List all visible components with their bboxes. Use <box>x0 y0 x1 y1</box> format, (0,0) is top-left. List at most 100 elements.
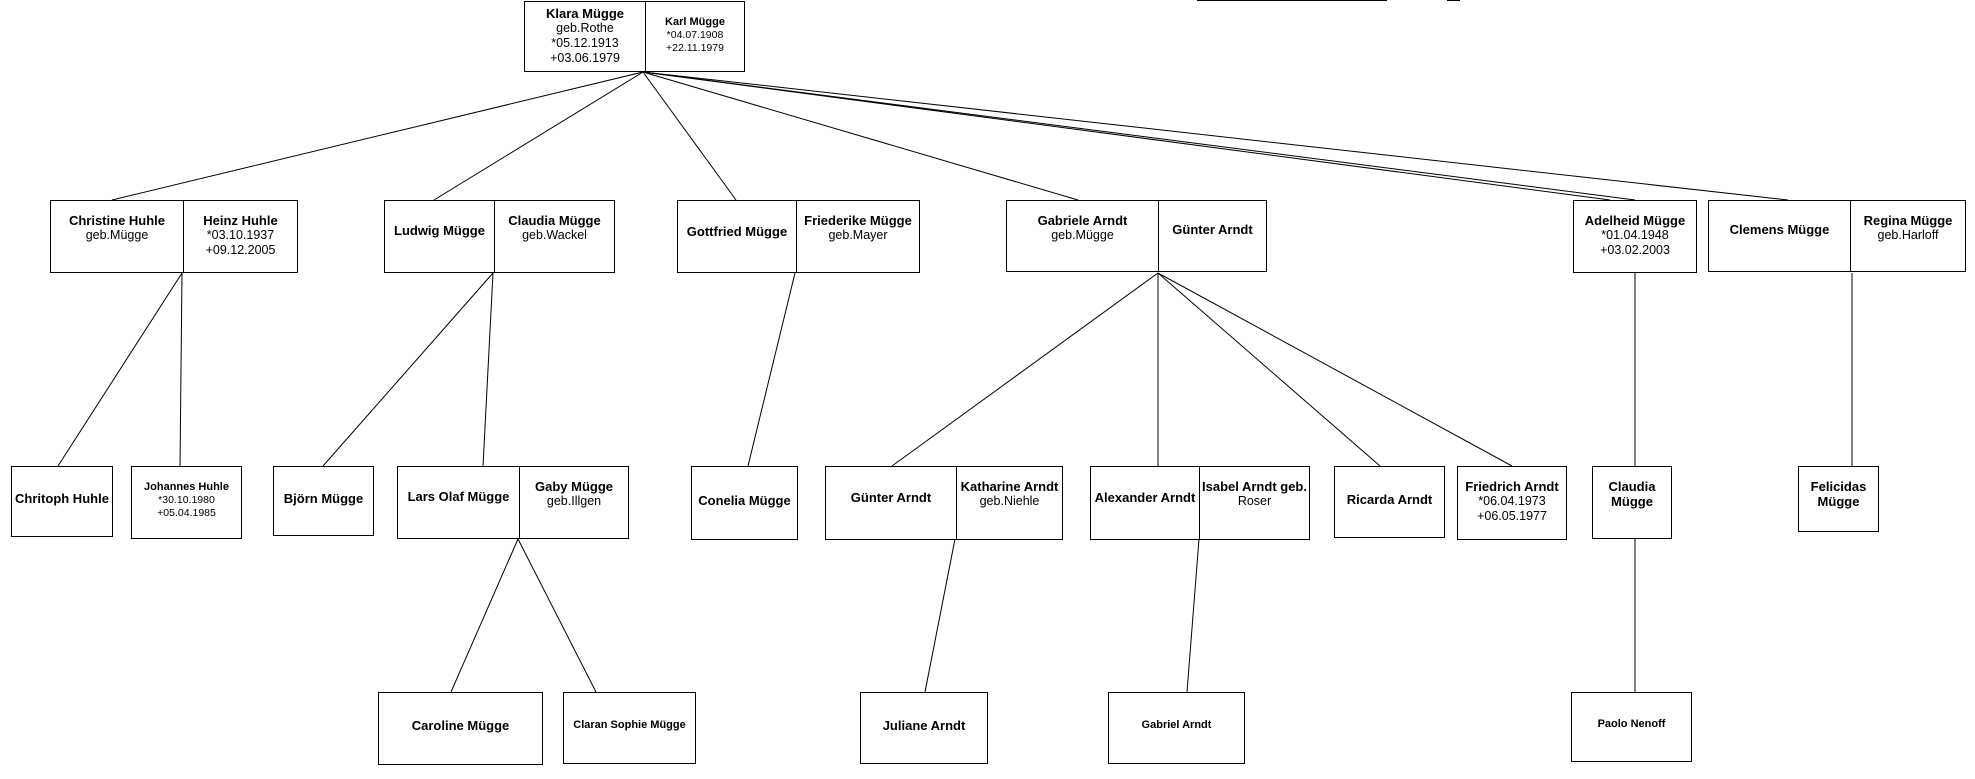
person-name: Claudia Mügge <box>508 213 601 228</box>
person-regina: Regina Mügge geb.Harloff <box>1850 201 1965 271</box>
person-name: Ludwig Mügge <box>394 223 485 238</box>
person-name: Katharine Arndt <box>960 479 1059 494</box>
person-box-juliane: Juliane Arndt <box>860 692 988 764</box>
connector-line <box>111 71 644 201</box>
connector-line <box>1186 538 1200 693</box>
person-box-gabriel: Gabriel Arndt <box>1108 692 1245 764</box>
person-claudia-wackel: Claudia Mügge geb.Wackel <box>494 201 614 272</box>
person-isabel: Isabel Arndt geb. Roser <box>1199 467 1309 539</box>
person-guenter-arndt-junior: Günter Arndt <box>826 467 956 539</box>
person-info: +22.11.1979 <box>666 42 724 54</box>
person-johannes: Johannes Huhle *30.10.1980 +05.04.1985 <box>132 467 241 538</box>
person-info: +06.05.1977 <box>1477 509 1547 523</box>
person-ludwig: Ludwig Mügge <box>385 201 494 272</box>
person-gabriel: Gabriel Arndt <box>1109 693 1244 763</box>
decorative-line <box>1447 0 1460 1</box>
person-name: Claran Sophie Mügge <box>573 718 686 731</box>
person-name: Regina Mügge <box>1863 213 1953 228</box>
person-name: Gabriele Arndt <box>1037 213 1128 228</box>
person-karl: Karl Mügge *04.07.1908 +22.11.1979 <box>645 2 744 71</box>
couple-box-clemens-regina: Clemens Mügge Regina Mügge geb.Harloff <box>1708 200 1966 272</box>
person-box-claran: Claran Sophie Mügge <box>563 692 696 764</box>
person-box-felicidas: Felicidas Mügge <box>1798 466 1879 532</box>
connector-line <box>891 272 1159 467</box>
person-name: Christine Huhle <box>68 213 166 228</box>
person-info: geb.Mayer <box>828 228 888 242</box>
person-box-johannes: Johannes Huhle *30.10.1980 +05.04.1985 <box>131 466 242 539</box>
couple-box-lars-gaby: Lars Olaf Mügge Gaby Mügge geb.Illgen <box>397 466 629 539</box>
person-guenter-arndt-senior: Günter Arndt <box>1158 201 1266 271</box>
couple-box-christine-heinz: Christine Huhle geb.Mügge Heinz Huhle *0… <box>50 200 298 273</box>
person-name: Friedrich Arndt <box>1465 479 1559 494</box>
person-name: Johannes Huhle <box>144 481 229 493</box>
person-name: Paolo Nenoff <box>1597 717 1666 730</box>
person-info: *30.10.1980 <box>158 494 215 506</box>
person-name: Alexander Arndt <box>1094 489 1196 505</box>
person-info: +05.04.1985 <box>157 507 216 519</box>
person-felicidas: Felicidas Mügge <box>1803 467 1874 531</box>
couple-box-ludwig-claudia: Ludwig Mügge Claudia Mügge geb.Wackel <box>384 200 615 273</box>
person-name: Ricarda Arndt <box>1346 491 1433 507</box>
connector-line <box>642 71 1789 201</box>
person-info: +03.06.1979 <box>550 51 620 65</box>
couple-box-gottfried-friederike: Gottfried Mügge Friederike Mügge geb.May… <box>677 200 920 273</box>
connector-line <box>322 272 494 467</box>
couple-box-klara-karl: Klara Mügge geb.Rothe *05.12.1913 +03.06… <box>524 1 745 72</box>
person-katharine: Katharine Arndt geb.Niehle <box>956 467 1062 539</box>
person-info: geb.Wackel <box>522 228 587 242</box>
person-info: *04.07.1908 <box>666 29 724 41</box>
connector-line <box>517 538 597 693</box>
person-name: Felicidas Mügge <box>1810 479 1867 509</box>
person-lars: Lars Olaf Mügge <box>398 467 519 538</box>
person-name: Heinz Huhle <box>203 213 278 228</box>
couple-box-guenter-katharine: Günter Arndt Katharine Arndt geb.Niehle <box>825 466 1063 540</box>
couple-box-alexander-isabel: Alexander Arndt Isabel Arndt geb. Roser <box>1090 466 1310 540</box>
connector-line <box>1157 272 1513 467</box>
person-info: geb.Illgen <box>546 494 602 508</box>
person-box-friedrich: Friedrich Arndt *06.04.1973 +06.05.1977 <box>1457 466 1567 540</box>
person-box-claudia-muegge: Claudia Mügge <box>1592 466 1672 539</box>
person-chritoph: Chritoph Huhle <box>12 467 112 536</box>
connector-line <box>482 272 494 467</box>
person-alexander: Alexander Arndt <box>1091 467 1199 539</box>
person-name: Klara Mügge <box>545 6 624 21</box>
person-box-chritoph: Chritoph Huhle <box>11 466 113 537</box>
person-info: Roser <box>1237 494 1272 508</box>
person-bjoern: Björn Mügge <box>274 467 373 535</box>
person-clemens: Clemens Mügge <box>1709 201 1850 271</box>
person-info: +09.12.2005 <box>205 243 276 257</box>
person-gaby: Gaby Mügge geb.Illgen <box>519 467 628 538</box>
person-name: Juliane Arndt <box>882 717 966 733</box>
person-name: Günter Arndt <box>850 489 932 505</box>
person-name: Karl Mügge <box>665 16 725 28</box>
person-friedrich: Friedrich Arndt *06.04.1973 +06.05.1977 <box>1458 467 1566 539</box>
person-name: Caroline Mügge <box>411 718 510 733</box>
person-box-ricarda: Ricarda Arndt <box>1334 466 1445 538</box>
person-info: geb.Harloff <box>1877 228 1939 242</box>
connector-line <box>747 272 796 467</box>
person-name: Clemens Mügge <box>1729 221 1830 237</box>
person-info: *06.04.1973 <box>1478 494 1546 508</box>
person-info: *05.12.1913 <box>551 36 619 50</box>
person-name: Claudia Mügge <box>1608 479 1656 509</box>
person-info: geb.Mügge <box>1051 228 1114 242</box>
person-name: Gabriel Arndt <box>1141 718 1212 731</box>
person-box-adelheid: Adelheid Mügge *01.04.1948 +03.02.2003 <box>1573 200 1697 273</box>
person-name: Lars Olaf Mügge <box>407 489 510 504</box>
person-friederike: Friederike Mügge geb.Mayer <box>796 201 919 272</box>
person-name: Chritoph Huhle <box>15 491 109 506</box>
person-name: Adelheid Mügge <box>1584 213 1686 228</box>
person-claran: Claran Sophie Mügge <box>564 693 695 763</box>
person-box-conelia: Conelia Mügge <box>691 466 798 540</box>
person-adelheid: Adelheid Mügge *01.04.1948 +03.02.2003 <box>1574 201 1696 272</box>
person-klara: Klara Mügge geb.Rothe *05.12.1913 +03.06… <box>525 2 645 71</box>
person-box-caroline: Caroline Mügge <box>378 692 543 765</box>
connector-line <box>924 538 956 693</box>
person-juliane: Juliane Arndt <box>861 693 987 763</box>
person-info: *01.04.1948 <box>1601 228 1669 242</box>
person-info: geb.Rothe <box>556 21 614 35</box>
person-name: Isabel Arndt geb. <box>1202 479 1307 494</box>
person-box-bjoern: Björn Mügge <box>273 466 374 536</box>
person-name: Friederike Mügge <box>804 213 912 228</box>
